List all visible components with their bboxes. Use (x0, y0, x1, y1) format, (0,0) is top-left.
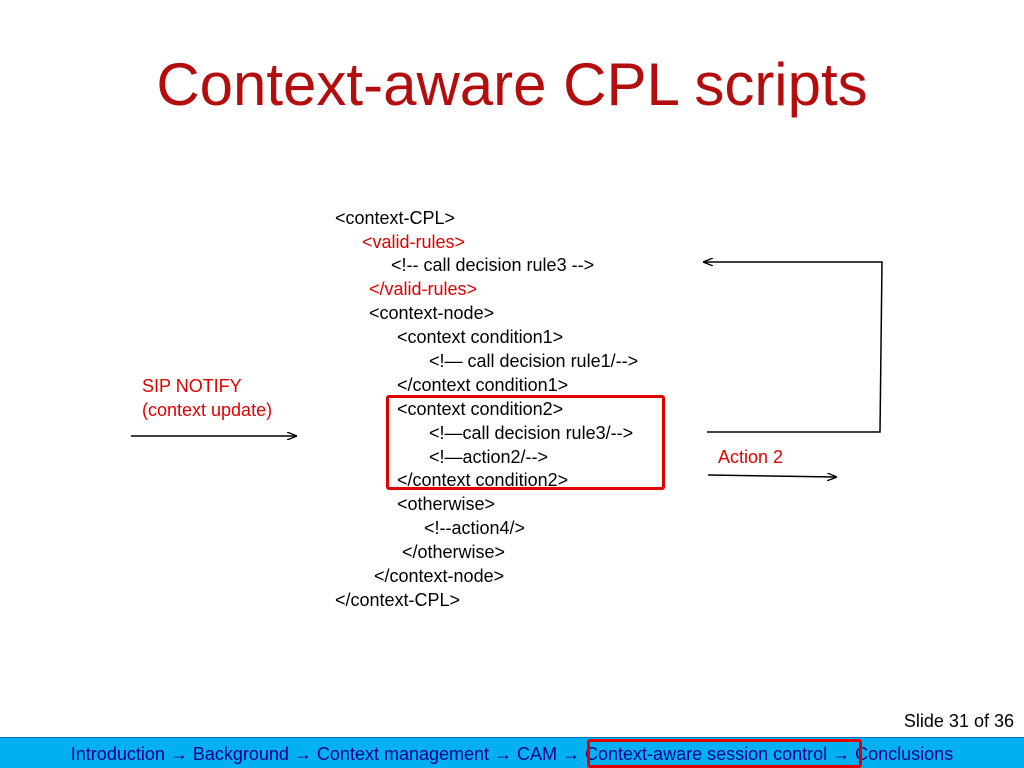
code-line: </valid-rules> (369, 279, 478, 299)
current-section-highlight (587, 739, 862, 768)
code-line: <!--action4/> (424, 518, 526, 538)
code-line: <otherwise> (397, 494, 496, 514)
code-line: <valid-rules> (362, 232, 466, 252)
code-line: <context condition1> (397, 327, 564, 347)
code-line: </context-node> (374, 566, 505, 586)
code-line: </context condition1> (397, 375, 569, 395)
code-line: <!-- call decision rule3 --> (391, 255, 595, 275)
code-line: </context-CPL> (335, 590, 461, 610)
code-line: <context-node> (369, 303, 495, 323)
code-line: <!— call decision rule1/--> (429, 351, 639, 371)
nav-breadcrumb: Introduction → Background → Context mana… (70, 744, 954, 764)
action2-output-arrow (707, 475, 836, 477)
sip-notify-label: SIP NOTIFY (142, 376, 242, 396)
slide-number: Slide 31 of 36 (903, 711, 1014, 731)
code-line: <context-CPL> (335, 208, 456, 228)
code-line: <!—call decision rule3/--> (429, 423, 634, 443)
code-line: </context condition2> (397, 470, 569, 490)
code-line: <context condition2> (397, 399, 564, 419)
code-line: </otherwise> (402, 542, 506, 562)
slide-title: Context-aware CPL scripts (156, 51, 868, 118)
action2-label: Action 2 (718, 447, 784, 467)
context-update-label: (context update) (142, 400, 273, 420)
loop-back-arrow (704, 262, 883, 433)
code-line: <!—action2/--> (429, 447, 549, 467)
condition2-highlight-box (386, 395, 665, 490)
navigation-bar: Introduction → Background → Context mana… (0, 737, 1024, 768)
